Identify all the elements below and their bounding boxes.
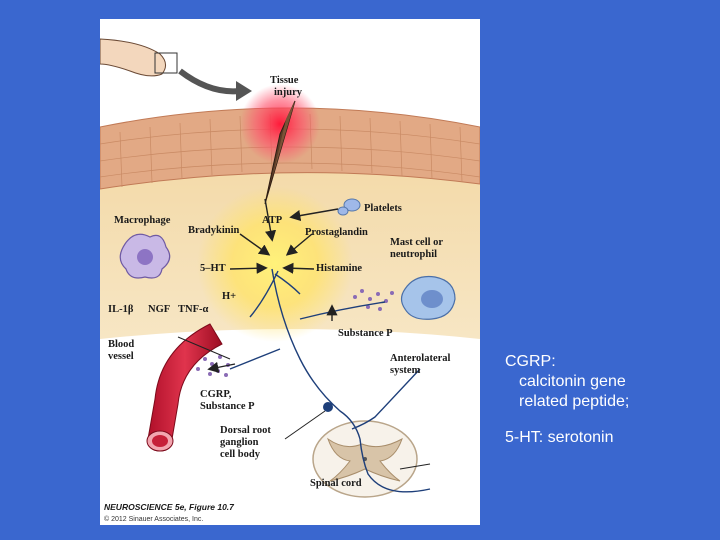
pain-pathway-diagram: Tissue injury Platelets Macrophage ATP B… [100,38,480,523]
vessel-pointer [177,336,231,360]
label-mast-cell-2: neutrophil [390,249,437,260]
label-substance-p: Substance P [338,328,393,339]
zoom-arrow [178,68,241,95]
caption-cgrp-term: CGRP: [505,353,556,370]
platelet [337,206,349,216]
caption-5ht-line: 5-HT: serotonin [505,429,614,446]
figure-credit-copyright: © 2012 Sinauer Associates, Inc. [104,515,203,523]
injury-glow [240,84,320,164]
inflammation-glow [197,186,353,342]
substance-p-granules [353,289,394,311]
label-spinal-cord: Spinal cord [310,478,362,489]
neuroscience-figure: Tissue injury Platelets Macrophage ATP B… [100,19,480,525]
label-macrophage: Macrophage [114,215,171,226]
label-tnfa: TNF-α [178,304,208,315]
label-ngf: NGF [148,304,170,315]
figure-credit-title: NEUROSCIENCE 5e, Figure 10.7 [104,502,235,512]
label-tissue-injury-1: Tissue [270,75,299,86]
label-dorsal-root-1: Dorsal root [220,425,271,436]
label-platelets: Platelets [364,203,402,214]
label-anterolateral-1: Anterolateral [390,353,451,364]
label-cgrp-1: CGRP, [200,389,232,400]
mast-cell-nucleus [421,290,443,308]
label-5ht: 5–HT [200,263,226,274]
label-dorsal-root-2: ganglion [220,437,259,448]
label-prostaglandin: Prostaglandin [305,227,368,238]
label-mast-cell-1: Mast cell or [390,237,443,248]
label-histamine: Histamine [316,263,362,274]
vessel-lumen-inner [152,435,168,447]
label-dorsal-root-3: cell body [220,449,261,460]
caption-cgrp-def-2: related peptide; [519,393,630,410]
ganglion-pointer [284,410,326,440]
spinal-pointer [399,463,431,470]
label-atp: ATP [262,215,283,226]
label-cgrp-2: Substance P [200,401,255,412]
label-anterolateral-2: system [390,365,421,376]
label-tissue-injury-2: injury [274,87,303,98]
finger [100,38,166,77]
thorn-highlight [272,101,295,179]
finger-highlight-box [154,52,178,74]
platelet [343,198,361,212]
label-blood-vessel-1: Blood [108,339,134,350]
label-h-plus: H+ [222,291,236,302]
label-il1b: IL-1β [108,304,134,315]
label-bradykinin: Bradykinin [188,225,240,236]
mediator-arrows [207,198,339,373]
caption-cgrp-def-1: calcitonin gene [519,373,626,390]
zoom-arrow-head [236,81,252,101]
caption-spacer [505,412,705,428]
macrophage-nucleus [137,249,153,265]
nociceptor-fiber [229,268,431,493]
dorsal-root-ganglion [323,402,333,412]
label-blood-vessel-2: vessel [108,351,134,362]
caption-text: CGRP: calcitonin gene related peptide; 5… [505,352,705,448]
